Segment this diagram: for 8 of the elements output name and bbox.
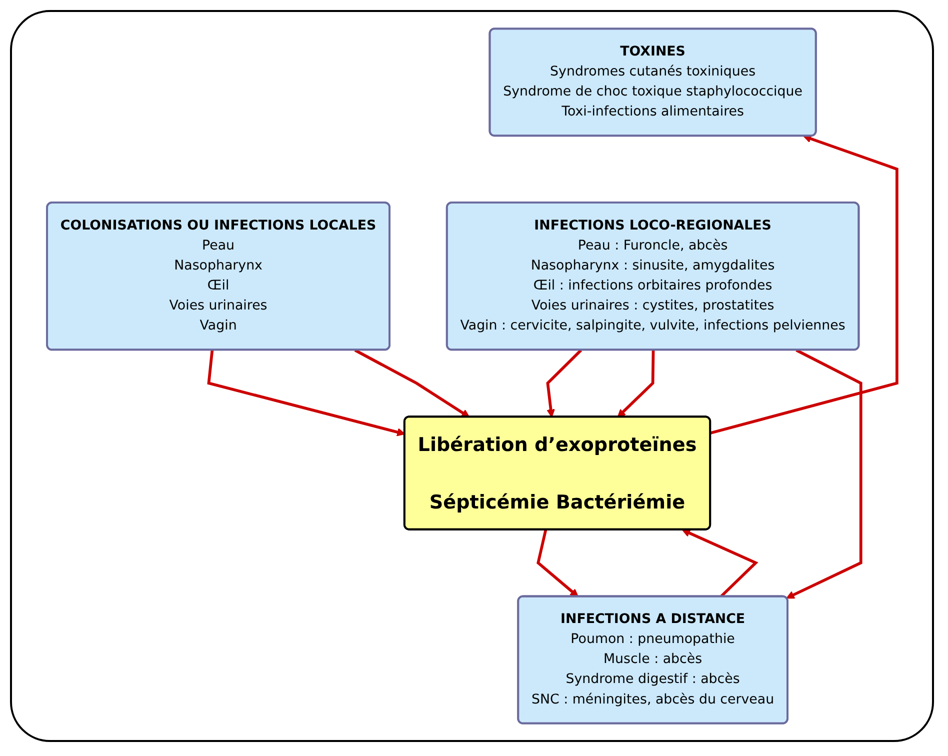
arrow	[207, 350, 406, 436]
arrow	[546, 349, 582, 418]
arrow	[786, 348, 862, 599]
arrow	[354, 348, 470, 418]
arrow	[710, 134, 898, 434]
arrow	[536, 530, 579, 598]
arrow	[617, 350, 655, 418]
arrow	[682, 529, 758, 598]
